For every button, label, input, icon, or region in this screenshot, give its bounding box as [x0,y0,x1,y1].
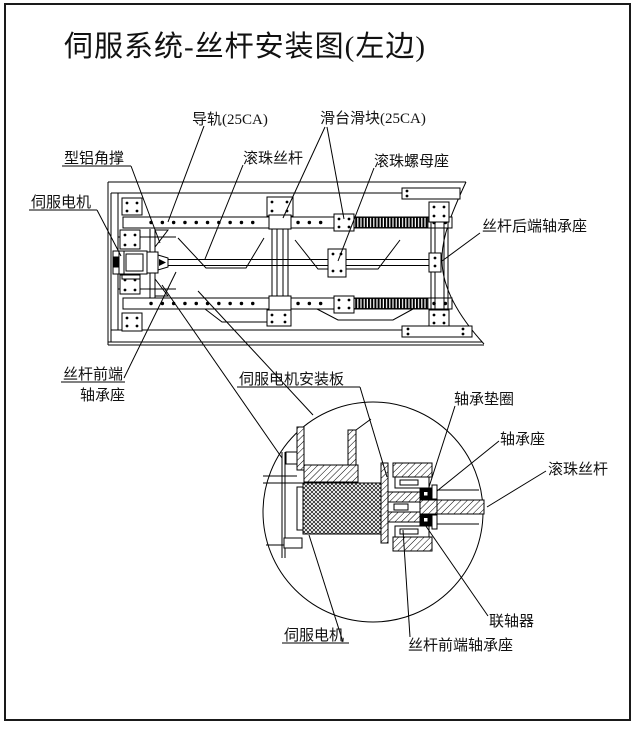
label-motor-mount-plate: 伺服电机安装板 [239,370,344,388]
motor-rear-bracket [266,452,303,558]
bottom-extension-bar [401,325,473,338]
label-servo-motor-top: 伺服电机 [31,194,91,211]
coupling-section [387,491,421,523]
servo-motor-plan [112,250,169,280]
label-front-bearing-seat-detail: 丝杆前端轴承座 [408,637,513,654]
middle-slider-column [266,196,294,327]
servo-motor-section [302,482,382,535]
page-title: 伺服系统-丝杆安装图(左边) [64,30,426,63]
label-ball-screw-top: 滚珠丝杆 [243,150,303,167]
ball-screw-section [419,489,485,525]
bottom-screw-threaded-section [352,298,429,309]
label-corner-brace: 型铝角撑 [64,150,124,167]
servo-motor-mounting-plate [263,418,372,484]
labels: 导轨(25CA) 滑台滑块(25CA) 滚珠丝杆 滚珠螺母座 型铝角撑 伺服电机… [31,110,608,654]
label-front-bearing-seat-l1: 丝杆前端 [63,366,123,383]
bolt-dots [123,189,465,336]
bearing-washer-upper [431,484,438,500]
label-bearing-washer: 轴承垫圈 [454,391,514,408]
bearing-washer-lower [431,514,438,530]
corner-brace-top [154,229,170,249]
ball-nut-seat [327,248,347,278]
label-rear-bearing-seat: 丝杆后端轴承座 [482,218,587,235]
label-ball-nut-seat: 滚珠螺母座 [374,153,449,170]
label-bearing-seat: 轴承座 [500,431,545,448]
label-front-bearing-seat-l2: 轴承座 [80,387,125,404]
front-bearing-housing [392,462,438,552]
top-screw-threaded-section [352,217,429,228]
leader-lines [29,125,547,644]
label-servo-motor-detail: 伺服电机 [284,627,344,644]
detail-section-view [262,401,485,623]
label-ball-screw-detail: 滚珠丝杆 [548,461,608,478]
top-extension-bar [401,187,461,200]
motor-front-flange [380,462,389,544]
bottom-rail-slide-block [333,295,355,314]
label-slide-block: 滑台滑块(25CA) [320,110,426,127]
detail-callout-lines [161,284,314,459]
corner-brace-bottom [154,277,170,297]
page-border [4,3,631,721]
label-guide-rail: 导轨(25CA) [192,111,268,128]
break-line [441,181,485,345]
screw-rear-bearing-seat [428,252,442,273]
main-assembly-view [107,181,485,346]
label-coupling: 联轴器 [489,613,534,630]
